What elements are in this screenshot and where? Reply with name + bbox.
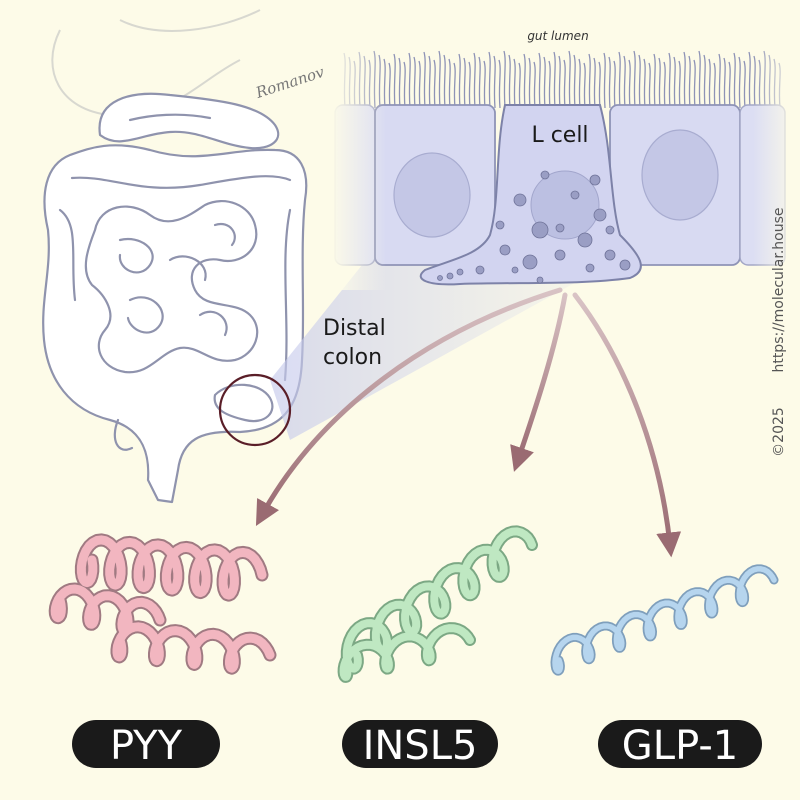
gut-lumen-label: gut lumen: [527, 29, 588, 43]
panel-fade: [330, 20, 800, 290]
arrow-to-pyy: [255, 287, 563, 526]
intestine-illustration: [42, 92, 308, 504]
secretion-arrows: [255, 287, 682, 558]
region-label-line2: colon: [323, 345, 382, 370]
artist-signature: Romanov: [253, 63, 327, 102]
arrow-to-insl5: [510, 292, 568, 472]
peptide-glp1: [550, 564, 779, 676]
distal-colon-highlight: [218, 373, 292, 447]
peptide-pyy: [48, 533, 277, 675]
pill-insl5: INSL5: [342, 720, 498, 769]
pill-pyy: PYY: [72, 720, 220, 769]
peptide-insl5: [337, 525, 538, 683]
pill-glp1: GLP-1: [598, 720, 762, 769]
website-label: https://molecular.house: [771, 207, 787, 372]
l-cell-label: L cell: [531, 123, 588, 148]
l-cell-epithelium: [330, 20, 800, 290]
copyright-label: ©2025: [771, 407, 787, 457]
pill-label-glp1: GLP-1: [622, 723, 738, 769]
arrow-to-glp1: [572, 292, 682, 558]
pill-label-pyy: PYY: [110, 723, 183, 769]
region-label-line1: Distal: [323, 316, 386, 341]
pill-label-insl5: INSL5: [363, 723, 478, 769]
